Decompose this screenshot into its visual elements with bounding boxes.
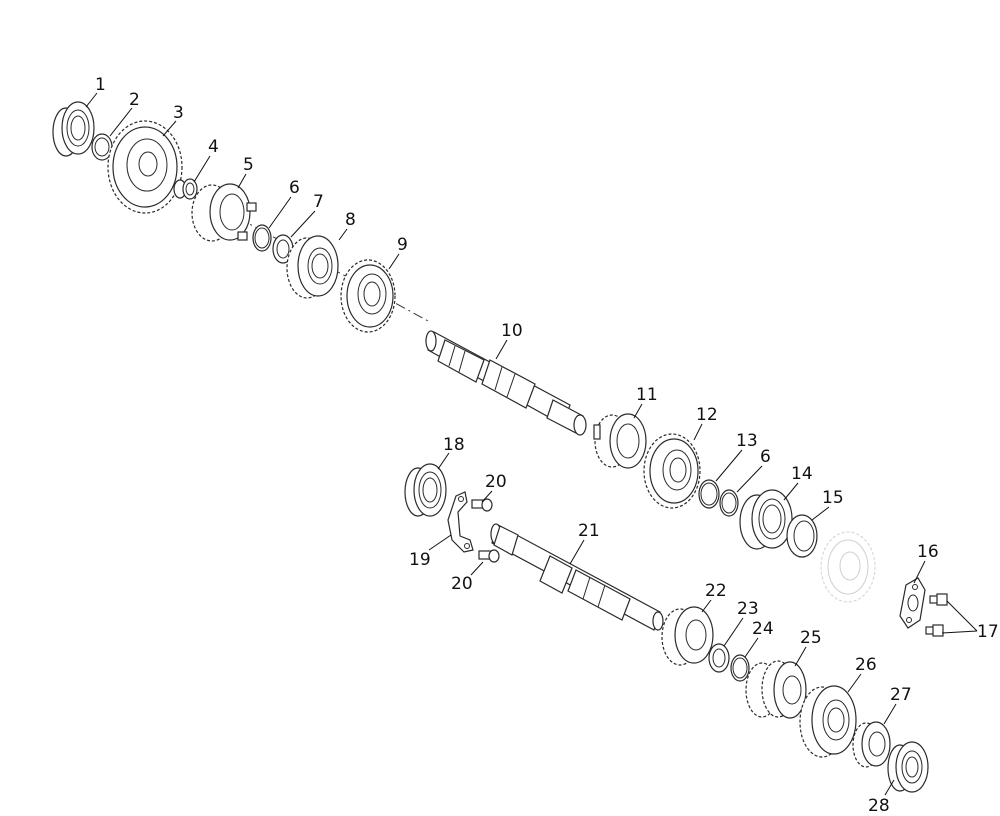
callout-28: 28 <box>868 796 890 816</box>
callout-1: 1 <box>95 75 106 95</box>
part-15-oil-seal <box>786 514 818 558</box>
callout-19: 19 <box>409 550 431 570</box>
part-6-circlip-second <box>719 489 739 517</box>
part-26-gear <box>799 685 857 758</box>
part-25-gear <box>745 660 807 719</box>
part-24-circlip <box>730 654 750 682</box>
callout-10: 10 <box>501 321 523 341</box>
callout-23: 23 <box>737 599 759 619</box>
callout-7: 7 <box>313 192 324 212</box>
part-16-retaining-plate <box>899 577 926 629</box>
part-21-counter-shaft <box>490 523 664 631</box>
callout-5: 5 <box>243 155 254 175</box>
part-20-screw-upper <box>471 498 493 512</box>
part-13-washer <box>698 479 720 509</box>
part-20-screw-lower <box>478 549 500 563</box>
callout-27: 27 <box>890 685 912 705</box>
callout-8: 8 <box>345 210 356 230</box>
callout-13: 13 <box>736 431 758 451</box>
part-6-circlip <box>252 224 272 252</box>
callout-22: 22 <box>705 581 727 601</box>
callout-9: 9 <box>397 235 408 255</box>
part-8-gear <box>286 235 339 299</box>
callout-6-second: 6 <box>760 447 771 467</box>
callout-12: 12 <box>696 405 718 425</box>
part-27-gear <box>852 721 891 768</box>
part-1-bearing <box>52 101 95 157</box>
part-9-gear <box>340 259 396 333</box>
part-7-splined-washer <box>272 234 294 264</box>
callout-labels: 1 2 3 4 5 6 7 8 9 10 11 12 13 6 14 15 16… <box>95 75 999 816</box>
callout-24: 24 <box>752 619 774 639</box>
callout-25: 25 <box>800 628 822 648</box>
part-3-gear <box>107 120 183 214</box>
callout-11: 11 <box>636 385 658 405</box>
callout-4: 4 <box>208 137 219 157</box>
callout-2: 2 <box>129 90 140 110</box>
part-12-gear <box>643 433 701 509</box>
part-18-bearing <box>404 463 447 517</box>
part-22-gear <box>661 606 714 666</box>
part-28-bearing <box>887 741 929 793</box>
callout-20-upper: 20 <box>485 472 507 492</box>
part-4-bushing <box>173 178 198 200</box>
callout-21: 21 <box>578 521 600 541</box>
part-17-bolts <box>925 593 948 637</box>
callout-17: 17 <box>977 622 999 642</box>
callout-16: 16 <box>917 542 939 562</box>
callout-26: 26 <box>855 655 877 675</box>
part-11-gear <box>593 413 647 469</box>
callout-6: 6 <box>289 178 300 198</box>
callout-20-lower: 20 <box>451 574 473 594</box>
part-14-bearing <box>739 489 793 550</box>
part-10-main-shaft <box>425 330 587 436</box>
leader-lines <box>85 92 978 796</box>
callout-15: 15 <box>822 488 844 508</box>
callout-18: 18 <box>443 435 465 455</box>
part-5-gear <box>191 183 257 242</box>
part-19-bearing-retainer <box>447 491 474 553</box>
part-23-splined-washer <box>708 643 730 673</box>
sprocket-faded-reference <box>820 531 876 603</box>
callout-3: 3 <box>173 103 184 123</box>
callout-14: 14 <box>791 464 813 484</box>
